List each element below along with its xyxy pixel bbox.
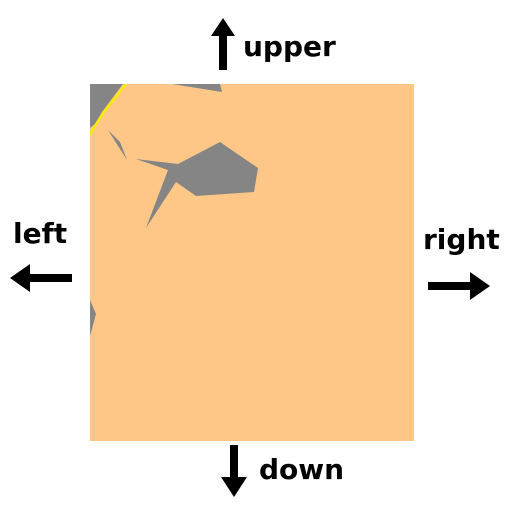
map-view xyxy=(90,84,414,441)
arrow-right-icon xyxy=(428,272,490,300)
obstacle-central xyxy=(136,142,258,228)
terrain-area xyxy=(90,84,414,441)
direction-label-upper: upper xyxy=(243,30,336,63)
obstacle-left-edge xyxy=(90,300,96,336)
map-terrain xyxy=(90,84,414,441)
arrow-left-icon xyxy=(10,264,72,292)
obstacle-sliver xyxy=(108,130,127,160)
obstacle-top-wedge xyxy=(172,84,222,92)
arrow-up-icon xyxy=(211,18,235,70)
obstacle-top-left xyxy=(90,84,123,128)
path-line xyxy=(90,84,128,136)
arrow-down-icon xyxy=(221,445,247,497)
direction-label-left: left xyxy=(13,217,68,250)
direction-label-right: right xyxy=(423,223,500,256)
direction-label-down: down xyxy=(259,453,345,486)
